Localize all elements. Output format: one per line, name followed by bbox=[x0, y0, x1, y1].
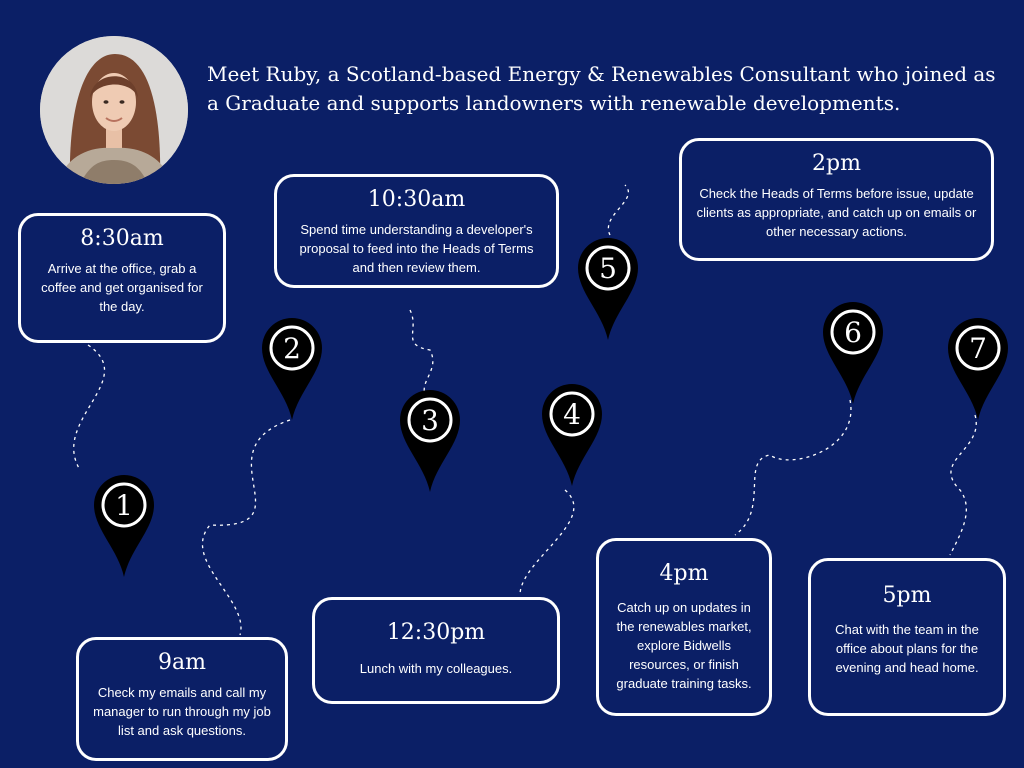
map-pin-7-icon: 7 bbox=[948, 318, 1008, 420]
map-pin-5-icon: 5 bbox=[578, 238, 638, 340]
step-7-time: 5pm bbox=[882, 583, 932, 608]
step-1-box: 8:30am Arrive at the office, grab a coff… bbox=[18, 213, 226, 343]
step-6-box: 4pm Catch up on updates in the renewable… bbox=[596, 538, 772, 716]
map-pin-7-number: 7 bbox=[969, 332, 987, 365]
connector-5 bbox=[607, 184, 629, 236]
map-pin-5-number: 5 bbox=[599, 252, 617, 285]
map-pin-4-icon: 4 bbox=[542, 384, 602, 486]
map-pin-1-number: 1 bbox=[115, 489, 133, 522]
connector-3 bbox=[409, 309, 434, 396]
step-5-box: 2pm Check the Heads of Terms before issu… bbox=[679, 138, 994, 261]
step-3-box: 10:30am Spend time understanding a devel… bbox=[274, 174, 559, 288]
step-6-desc: Catch up on updates in the renewables ma… bbox=[616, 600, 752, 691]
step-5-desc: Check the Heads of Terms before issue, u… bbox=[696, 186, 977, 239]
step-7-desc: Chat with the team in the office about p… bbox=[835, 622, 979, 675]
map-pin-6-icon: 6 bbox=[823, 302, 883, 404]
connector-2 bbox=[201, 419, 291, 636]
intro-text: Meet Ruby, a Scotland-based Energy & Ren… bbox=[207, 62, 996, 115]
map-pin-3-icon: 3 bbox=[400, 390, 460, 492]
map-pin-2-icon: 2 bbox=[262, 318, 322, 420]
step-7-box: 5pm Chat with the team in the office abo… bbox=[808, 558, 1006, 716]
map-pin-1-icon: 1 bbox=[94, 475, 154, 577]
step-4-time: 12:30pm bbox=[386, 620, 486, 645]
map-pin-7-ring bbox=[955, 325, 1001, 371]
map-pin-5-ring bbox=[585, 245, 631, 291]
step-2-time: 9am bbox=[158, 650, 206, 675]
step-2-desc: Check my emails and call my manager to r… bbox=[93, 685, 271, 738]
step-3-time: 10:30am bbox=[367, 187, 466, 212]
map-pin-6-number: 6 bbox=[844, 316, 862, 349]
map-pin-3-number: 3 bbox=[421, 404, 439, 437]
step-4-desc: Lunch with my colleagues. bbox=[359, 661, 513, 676]
step-1-time: 8:30am bbox=[80, 226, 164, 251]
connector-6 bbox=[734, 399, 852, 536]
portrait-illustration bbox=[40, 36, 188, 184]
portrait-image bbox=[40, 36, 188, 184]
connector-1 bbox=[73, 344, 105, 471]
step-4-box: 12:30pm Lunch with my colleagues. bbox=[312, 597, 560, 704]
map-pin-2-ring bbox=[269, 325, 315, 371]
map-pin-4-ring bbox=[549, 391, 595, 437]
map-pin-6-ring bbox=[830, 309, 876, 355]
step-2-box: 9am Check my emails and call my manager … bbox=[76, 637, 288, 761]
map-pin-4-number: 4 bbox=[563, 398, 581, 431]
step-5-time: 2pm bbox=[812, 151, 861, 176]
map-pin-2-number: 2 bbox=[283, 332, 301, 365]
dotted-connectors bbox=[73, 184, 977, 636]
connector-4 bbox=[519, 489, 575, 596]
step-1-desc: Arrive at the office, grab a coffee and … bbox=[41, 261, 203, 314]
map-pin-3-ring bbox=[407, 397, 453, 443]
map-pin-1-ring bbox=[101, 482, 147, 528]
step-6-time: 4pm bbox=[659, 561, 709, 586]
step-3-desc: Spend time understanding a developer's p… bbox=[299, 222, 534, 275]
